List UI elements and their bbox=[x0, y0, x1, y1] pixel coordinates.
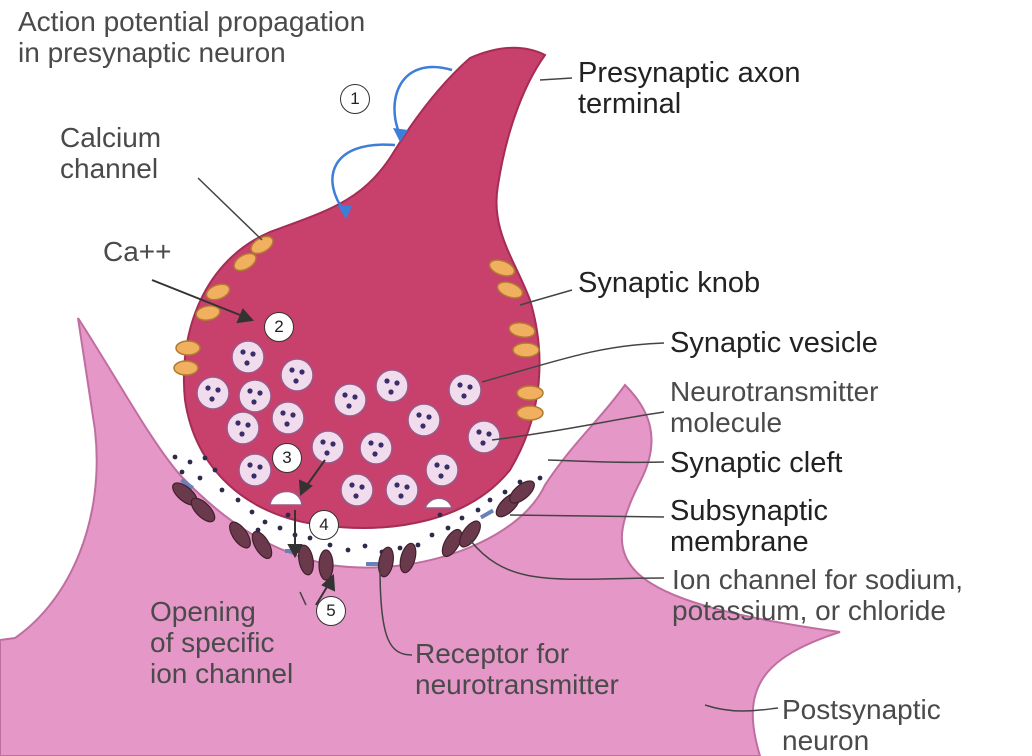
step-marker-3: 3 bbox=[272, 443, 302, 473]
step-marker-4: 4 bbox=[309, 510, 339, 540]
postsynaptic-neuron-label: Postsynaptic neuron bbox=[782, 694, 941, 756]
calcium-channel-label: Calcium channel bbox=[60, 122, 161, 184]
synaptic-vesicle-label: Synaptic vesicle bbox=[670, 328, 878, 359]
neurotransmitter-molecule-label: Neurotransmitter molecule bbox=[670, 376, 879, 438]
ca-label: Ca++ bbox=[103, 236, 172, 267]
presynaptic-terminal-label: Presynaptic axon terminal bbox=[578, 58, 800, 120]
step-marker-2: 2 bbox=[264, 312, 294, 342]
synaptic-cleft-label: Synaptic cleft bbox=[670, 448, 842, 479]
ion-channel-label: Ion channel for sodium, potassium, or ch… bbox=[672, 564, 963, 626]
opening-channel-label: Opening of specific ion channel bbox=[150, 596, 293, 689]
receptor-label: Receptor for neurotransmitter bbox=[415, 638, 619, 700]
subsynaptic-membrane-label: Subsynaptic membrane bbox=[670, 496, 828, 558]
step-marker-1: 1 bbox=[340, 84, 370, 114]
action-potential-label: Action potential propagation in presynap… bbox=[18, 6, 365, 68]
step-marker-5: 5 bbox=[316, 596, 346, 626]
synaptic-knob-label: Synaptic knob bbox=[578, 268, 760, 299]
